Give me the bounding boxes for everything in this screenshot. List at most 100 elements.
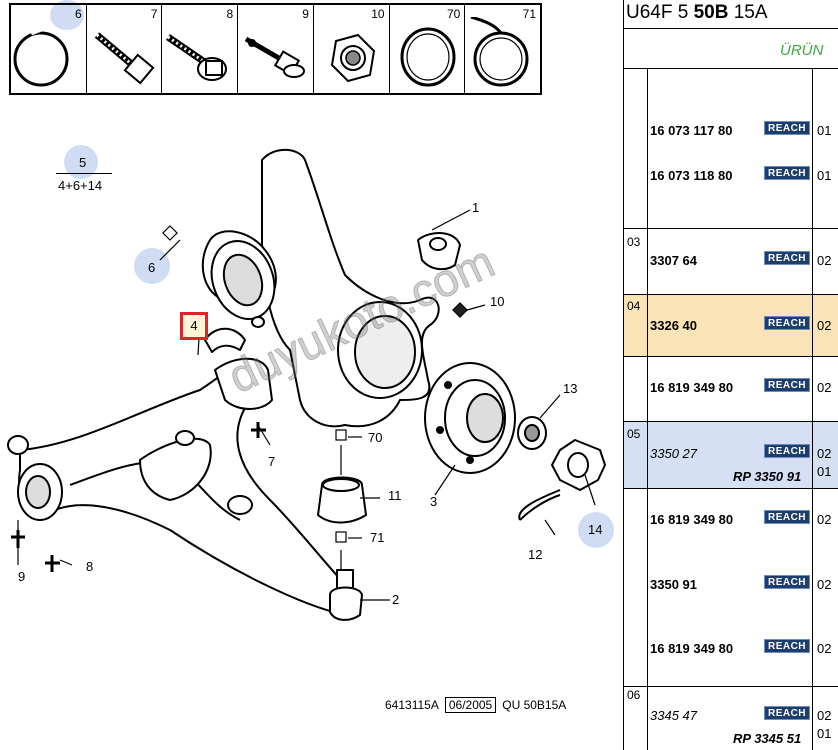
divider: [623, 488, 838, 489]
accessory-thumbnails: 6 7 8 9 10: [9, 3, 542, 95]
parts-list-panel: [623, 0, 838, 750]
callout-1: 1: [472, 200, 480, 215]
column-header-urun: ÜRÜN: [780, 42, 824, 59]
highlight-marker: [134, 248, 170, 284]
diagram-date: 06/2005: [444, 697, 497, 713]
callout-8: 8: [86, 559, 94, 574]
quantity: 02: [817, 380, 832, 395]
divider: [56, 173, 112, 174]
split-ring-icon: [470, 17, 529, 87]
highlight-marker: [50, 0, 84, 30]
replacement-part-number: RP 3350 91: [733, 469, 802, 484]
callout-2: 2: [392, 592, 400, 607]
hex-nut-icon: [330, 33, 375, 83]
kit-label-number: 5: [79, 155, 87, 170]
callout-71: 71: [370, 530, 385, 545]
ref-bold: 50B: [693, 2, 729, 23]
reach-badge: REACH: [764, 251, 810, 265]
suspension-drawing: [7, 148, 606, 621]
bolt-icon: [94, 32, 155, 85]
callout-12: 12: [528, 547, 543, 562]
thumb-circlip[interactable]: 6: [11, 5, 87, 93]
highlight-marker: [578, 512, 614, 548]
divider: [623, 28, 838, 29]
circlip-ring-icon: [13, 26, 69, 87]
part-number: 16 073 118 80: [650, 168, 733, 183]
divider: [623, 686, 838, 687]
part-number: 3350 27: [650, 446, 697, 461]
part-number: 16 073 117 80: [650, 123, 733, 138]
callout-70: 70: [368, 430, 383, 445]
reach-badge: REACH: [764, 121, 810, 135]
reach-badge: REACH: [764, 444, 810, 458]
thumb-o-ring[interactable]: 70: [390, 5, 466, 93]
thumb-flange-bolt[interactable]: 8: [162, 5, 239, 93]
replacement-part-number: RP 3345 51: [733, 731, 802, 746]
thumb-bolt[interactable]: 7: [87, 5, 163, 93]
reach-badge: REACH: [764, 510, 810, 524]
group-number: 06: [627, 688, 641, 702]
callout-7: 7: [268, 454, 276, 469]
divider: [623, 68, 838, 69]
thumb-number: 7: [150, 7, 158, 21]
thumb-number: 9: [302, 7, 309, 21]
quantity: 02: [817, 318, 832, 333]
reach-badge: REACH: [764, 166, 810, 180]
ref-prefix: U64F 5: [626, 2, 694, 23]
callout-11: 11: [388, 488, 402, 503]
callout-14: 14: [588, 522, 603, 537]
divider: [623, 356, 838, 357]
quantity: 02: [817, 641, 832, 656]
diagram-footer: 6413115A 06/2005 QU 50B15A: [385, 697, 566, 713]
divider: [623, 228, 838, 229]
divider: [623, 421, 838, 422]
diagram-code: 6413115A: [385, 698, 439, 712]
quantity: 01: [817, 726, 832, 741]
callout-10: 10: [490, 294, 505, 309]
callout-6: 6: [148, 260, 156, 275]
reach-badge: REACH: [764, 706, 810, 720]
part-number: 16 819 349 80: [650, 380, 734, 395]
divider: [647, 68, 648, 750]
part-number: 16 819 349 80: [650, 641, 734, 656]
thumb-stud[interactable]: 9: [238, 5, 314, 93]
quantity: 01: [817, 464, 832, 479]
reach-badge: REACH: [764, 575, 810, 589]
part-number: 3307 64: [650, 253, 697, 268]
callout-3: 3: [430, 494, 438, 509]
callout-9: 9: [18, 569, 26, 584]
thumb-number: 6: [75, 7, 82, 21]
selected-callout-4[interactable]: 4: [180, 312, 208, 340]
ref-suffix: 15A: [728, 2, 768, 23]
group-number: 05: [627, 427, 641, 441]
quantity: 02: [817, 446, 832, 461]
group-number: 03: [627, 235, 641, 249]
group-number: 04: [627, 299, 641, 313]
divider: [623, 294, 838, 295]
thumb-number: 70: [446, 7, 461, 21]
quantity: 01: [817, 123, 832, 138]
divider: [812, 68, 813, 750]
quantity: 02: [817, 577, 832, 592]
thumb-split-ring[interactable]: 71: [465, 5, 540, 93]
reach-badge: REACH: [764, 639, 810, 653]
exploded-suspension-diagram: 5 4+6+14: [0, 100, 620, 750]
quantity: 02: [817, 708, 832, 723]
part-number: 16 819 349 80: [650, 512, 734, 527]
quantity: 02: [817, 512, 832, 527]
part-number: 3350 91: [650, 577, 697, 592]
part-number: 3326 40: [650, 318, 697, 333]
part-number: 3345 47: [650, 708, 697, 723]
thumb-number: 71: [522, 7, 537, 21]
thumb-number: 8: [226, 7, 234, 21]
kit-label-contents: 4+6+14: [58, 178, 103, 193]
o-ring-icon: [400, 27, 456, 87]
callout-13: 13: [563, 381, 578, 396]
quantity: 02: [817, 253, 832, 268]
flange-bolt-icon: [166, 34, 228, 81]
thumb-number: 10: [371, 7, 385, 21]
thumb-nut[interactable]: 10: [314, 5, 390, 93]
quantity: 01: [817, 168, 832, 183]
reach-badge: REACH: [764, 378, 810, 392]
reach-badge: REACH: [764, 316, 810, 330]
